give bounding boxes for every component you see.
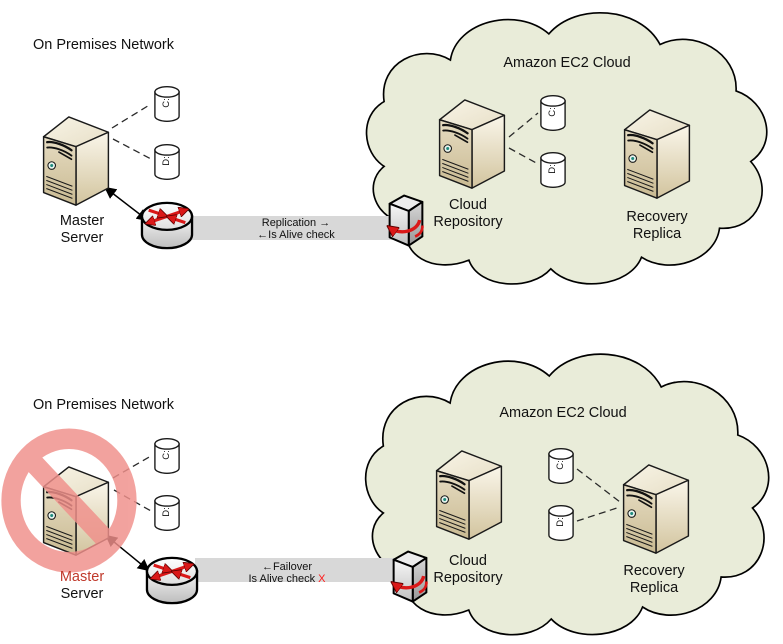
replica-label-line1: Recovery — [626, 209, 688, 225]
cloud-disk-c-label-top: C: — [547, 107, 558, 117]
dashed-connector — [576, 468, 621, 503]
dashed-connector — [508, 112, 539, 138]
cloud-disk-c-label-bottom: C: — [555, 460, 566, 470]
onprem-network-label-bottom: On Premises Network — [33, 397, 175, 413]
replica-label-line2: Replica — [629, 580, 679, 596]
repository-label-line1: Cloud — [449, 553, 487, 569]
repository-label-line2: Repository — [433, 570, 503, 586]
isalive-label-top: ←Is Alive check — [257, 228, 335, 241]
recovery-replica-label-bottom: Recovery Replica — [594, 563, 714, 597]
recovery-replica-label-top: Recovery Replica — [597, 209, 717, 243]
router-icon-bottom — [147, 558, 197, 603]
replica-label-line2: Replica — [632, 226, 682, 242]
dashed-connector — [112, 138, 152, 160]
master-label-line2: Server — [60, 230, 104, 246]
dashed-connector — [111, 103, 152, 129]
master-label-line2: Server — [60, 586, 104, 602]
repository-label-line2: Repository — [433, 214, 503, 230]
master-server-icon-top — [42, 115, 110, 207]
master-server-label-top: Master Server — [22, 213, 142, 247]
cloud-repository-icon-top — [438, 98, 506, 190]
isalive-text: Is Alive check — [248, 572, 316, 585]
replication-label: Replication → — [261, 217, 331, 229]
repository-label-line1: Cloud — [449, 197, 487, 213]
disk-c-label-top: C: — [161, 98, 172, 108]
cloud-repository-label-top: Cloud Repository — [408, 197, 528, 231]
replication-pipe-top — [190, 216, 397, 240]
disk-d-label-top: D: — [161, 156, 172, 166]
failover-label: ←Failover — [261, 561, 313, 573]
recovery-replica-icon-top — [623, 108, 691, 200]
cloud-repository-icon-bottom — [435, 449, 503, 541]
ec2-cloud-title-top: Amazon EC2 Cloud — [503, 55, 631, 71]
master-label-failed: Master — [59, 569, 105, 585]
replica-label-line1: Recovery — [623, 563, 685, 579]
master-label-line1: Master — [59, 213, 105, 229]
dashed-connector — [113, 489, 152, 512]
onprem-network-label-top: On Premises Network — [33, 37, 175, 53]
master-server-label-bottom: Master Server — [22, 569, 142, 603]
router-icon-top — [142, 203, 192, 248]
pipe-label-top: Replication → ←Is Alive check — [213, 217, 379, 241]
fail-x-mark: X — [318, 572, 326, 585]
dashed-connector — [112, 455, 152, 479]
disk-d-label-bottom: D: — [161, 507, 172, 517]
dashed-connector — [576, 506, 621, 522]
dashed-connector — [508, 147, 539, 165]
server-router-link-top — [104, 186, 149, 222]
cloud-disk-d-label-bottom: D: — [555, 517, 566, 527]
ec2-cloud-shape-top — [365, 11, 768, 285]
disk-c-label-bottom: C: — [161, 450, 172, 460]
cloud-repository-label-bottom: Cloud Repository — [408, 553, 528, 587]
ec2-cloud-title-bottom: Amazon EC2 Cloud — [499, 405, 627, 421]
recovery-replica-icon-bottom — [622, 463, 690, 555]
cloud-disk-d-label-top: D: — [547, 164, 558, 174]
failover-pipe-bottom — [195, 558, 398, 582]
